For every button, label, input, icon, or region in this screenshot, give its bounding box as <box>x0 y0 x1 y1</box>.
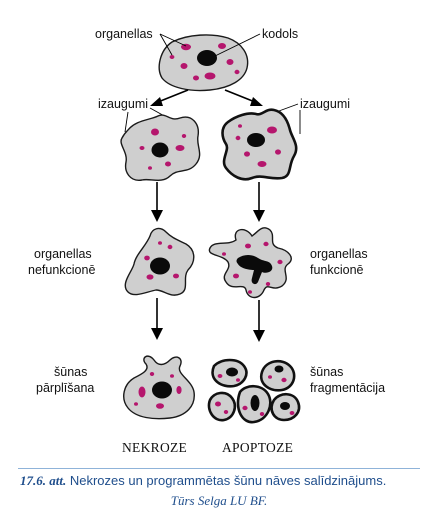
figure-caption: 17.6. att. Nekrozes un programmētas šūnu… <box>0 468 438 526</box>
necrosis-lysing-cell <box>123 355 195 420</box>
arrow-right-2 <box>253 300 265 342</box>
label-organelles-top: organellas <box>95 27 153 41</box>
label-nucleus: kodols <box>262 27 298 41</box>
apoptotic-body <box>211 358 248 388</box>
diverging-arrows <box>150 89 263 106</box>
apoptotic-body <box>259 359 296 392</box>
normal-cell-nucleus <box>197 50 217 66</box>
label-cell-fragmentation-1: šūnas <box>310 365 343 379</box>
label-necrosis: NEKROZE <box>122 440 187 455</box>
leader-organelles-top-2 <box>159 33 173 56</box>
apoptosis-shrinking-cell <box>221 108 298 181</box>
label-outgrowths-left: izaugumi <box>98 97 148 111</box>
apoptotic-body <box>236 384 272 424</box>
caption-divider <box>18 468 420 469</box>
label-cell-fragmentation-2: fragmentācija <box>310 381 385 395</box>
normal-cell <box>158 34 249 92</box>
label-cell-lysis-2: pārplīšana <box>36 381 94 395</box>
caption-line: 17.6. att. Nekrozes un programmētas šūnu… <box>20 473 430 489</box>
apoptosis-budding-cell <box>208 227 292 299</box>
apoptotic-bodies <box>207 358 301 424</box>
necrosis-swollen-cell <box>124 227 195 296</box>
label-organelles-functional-1: organellas <box>310 247 368 261</box>
label-apoptosis: APOPTOZE <box>222 440 293 455</box>
caption-figure-number: 17.6. att. <box>20 473 67 488</box>
leader-nucleus <box>214 33 261 57</box>
label-organelles-nonfunctional-1: organellas <box>34 247 92 261</box>
label-organelles-functional-2: funkcionē <box>310 263 364 277</box>
leader-organelles-top <box>159 33 187 47</box>
arrow-left-2 <box>151 298 163 340</box>
label-outgrowths-right: izaugumi <box>300 97 350 111</box>
caption-credit: Tūrs Selga LU BF. <box>170 493 268 508</box>
caption-text: Nekrozes un programmētas šūnu nāves salī… <box>66 473 387 488</box>
apoptotic-body <box>207 391 237 422</box>
apoptotic-body <box>270 392 301 422</box>
normal-cell-organelles <box>169 43 240 81</box>
arrow-left-1 <box>151 182 163 222</box>
label-organelles-nonfunctional-2: nefunkcionē <box>28 263 95 277</box>
arrow-right-1 <box>253 182 265 222</box>
label-cell-lysis-1: šūnas <box>54 365 87 379</box>
necrosis-swelling-cell <box>120 114 201 181</box>
